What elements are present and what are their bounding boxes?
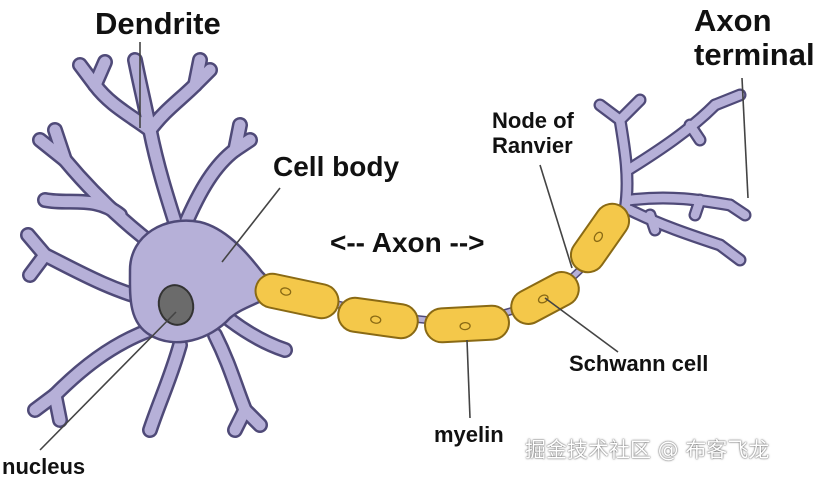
label-axon: <-- Axon -->	[330, 227, 485, 258]
label-node-line1: Node of	[492, 108, 574, 133]
leader-myelin	[466, 339, 471, 419]
leader-axon-terminal	[741, 77, 749, 199]
myelin-segment-2	[337, 296, 419, 340]
label-myelin: myelin	[434, 422, 504, 447]
label-cell-body: Cell body	[273, 151, 400, 182]
label-axon-terminal-line1: Axon	[694, 3, 772, 38]
label-node-line2: Ranvier	[492, 133, 573, 159]
label-axon-terminal: Axon terminal	[694, 3, 815, 73]
label-nucleus: nucleus	[2, 454, 86, 477]
label-node-of-ranvier: Node of Ranvier	[492, 108, 574, 159]
myelin-segments	[254, 202, 631, 344]
label-schwann-cell: Schwann cell	[569, 351, 709, 376]
axon-terminal-branches	[593, 88, 752, 267]
leader-node-of-ranvier	[539, 164, 573, 269]
leader-cell-body	[221, 187, 281, 263]
nucleus-shape	[157, 284, 195, 326]
watermark: 掘金技术社区 @ 布客飞龙	[525, 438, 770, 462]
myelin-segment-5	[569, 202, 631, 274]
leader-lines	[39, 42, 749, 451]
myelin-segment-3	[424, 304, 510, 344]
leader-schwann-cell	[544, 297, 619, 353]
myelin-segment-1	[254, 272, 340, 320]
leader-nucleus	[39, 311, 177, 451]
cell-body-shape	[128, 219, 275, 344]
label-axon-terminal-line2: terminal	[694, 37, 815, 73]
label-dendrite: Dendrite	[95, 6, 221, 41]
